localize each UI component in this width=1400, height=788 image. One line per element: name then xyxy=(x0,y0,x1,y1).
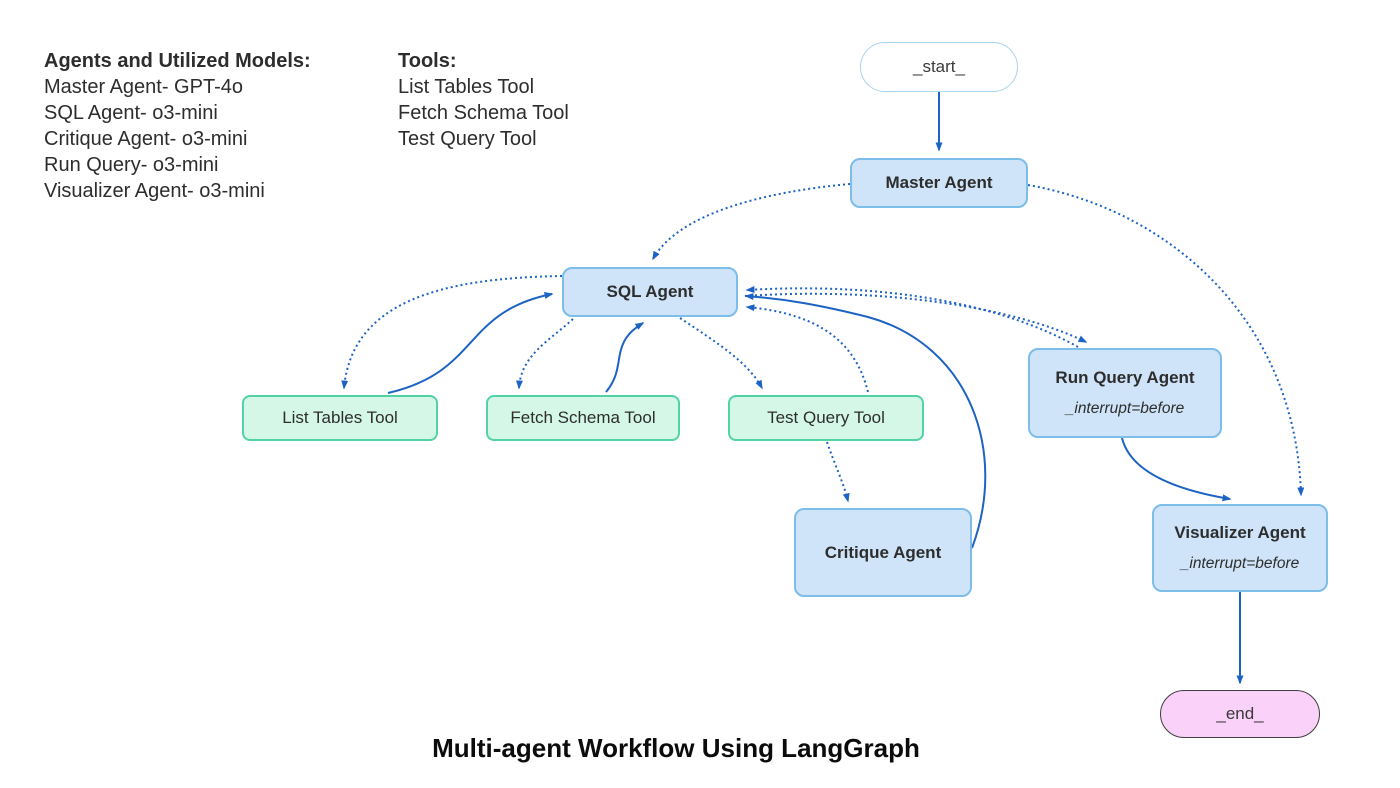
node-label: _start_ xyxy=(913,57,965,76)
node-label: Critique Agent xyxy=(824,542,942,562)
node-label: Visualizer Agent xyxy=(1174,523,1306,543)
legend-agent-item: Master Agent- GPT-4o xyxy=(44,76,243,98)
legend-tool-item: Fetch Schema Tool xyxy=(398,102,569,124)
legend-agent-item: SQL Agent- o3-mini xyxy=(44,102,218,124)
node-fetch-schema-tool: Fetch Schema Tool xyxy=(486,395,680,441)
edge-list-tables-to-sql xyxy=(387,292,554,394)
legend-agent-item: Visualizer Agent- o3-mini xyxy=(44,180,265,202)
legend-agents: Agents and Utilized Models: Master Agent… xyxy=(44,48,311,204)
node-list-tables-tool: List Tables Tool xyxy=(242,395,438,441)
edge-master-to-sql xyxy=(652,183,851,261)
node-label: List Tables Tool xyxy=(282,408,398,427)
node-sublabel: _interrupt=before xyxy=(1065,400,1185,417)
edge-critique-to-sql xyxy=(744,293,987,549)
edge-fetch-schema-to-sql xyxy=(605,322,645,393)
edge-sql-to-run-query xyxy=(744,292,1088,343)
edge-sql-to-fetch-schema xyxy=(515,318,574,390)
node-end: _end_ xyxy=(1160,690,1320,738)
legend-tool-item: Test Query Tool xyxy=(398,128,537,150)
node-label: Fetch Schema Tool xyxy=(510,408,656,427)
edge-sql-to-test-query xyxy=(679,317,763,390)
node-sql-agent: SQL Agent xyxy=(562,267,738,317)
legend-tools-heading: Tools: xyxy=(398,50,457,72)
edge-run-query-to-visualizer xyxy=(1121,437,1232,502)
legend-tools: Tools: List Tables Tool Fetch Schema Too… xyxy=(398,48,569,152)
node-critique-agent: Critique Agent xyxy=(794,508,972,597)
legend-agent-item: Run Query- o3-mini xyxy=(44,154,219,176)
legend-agent-item: Critique Agent- o3-mini xyxy=(44,128,248,150)
node-start: _start_ xyxy=(860,42,1018,92)
node-label: _end_ xyxy=(1216,704,1264,723)
edge-sql-to-list-tables xyxy=(341,275,563,390)
node-sublabel: _interrupt=before xyxy=(1180,554,1300,572)
legend-tool-item: List Tables Tool xyxy=(398,76,535,98)
node-label: Master Agent xyxy=(885,173,993,192)
legend-agents-heading: Agents and Utilized Models: xyxy=(44,50,311,72)
edge-test-query-to-critique xyxy=(826,441,850,503)
node-master-agent: Master Agent xyxy=(850,158,1028,208)
edge-test-query-to-sql xyxy=(745,304,869,393)
node-visualizer-agent: Visualizer Agent _interrupt=before xyxy=(1152,504,1328,592)
node-test-query-tool: Test Query Tool xyxy=(728,395,924,441)
node-label: Run Query Agent xyxy=(1055,368,1195,387)
edge-master-to-visualizer xyxy=(1027,184,1305,497)
node-label: SQL Agent xyxy=(606,282,694,301)
diagram-title: Multi-agent Workflow Using LangGraph xyxy=(432,733,920,763)
node-run-query-agent: Run Query Agent _interrupt=before xyxy=(1028,348,1222,438)
node-label: Test Query Tool xyxy=(767,408,885,427)
edge-run-query-to-sql xyxy=(745,286,1079,348)
